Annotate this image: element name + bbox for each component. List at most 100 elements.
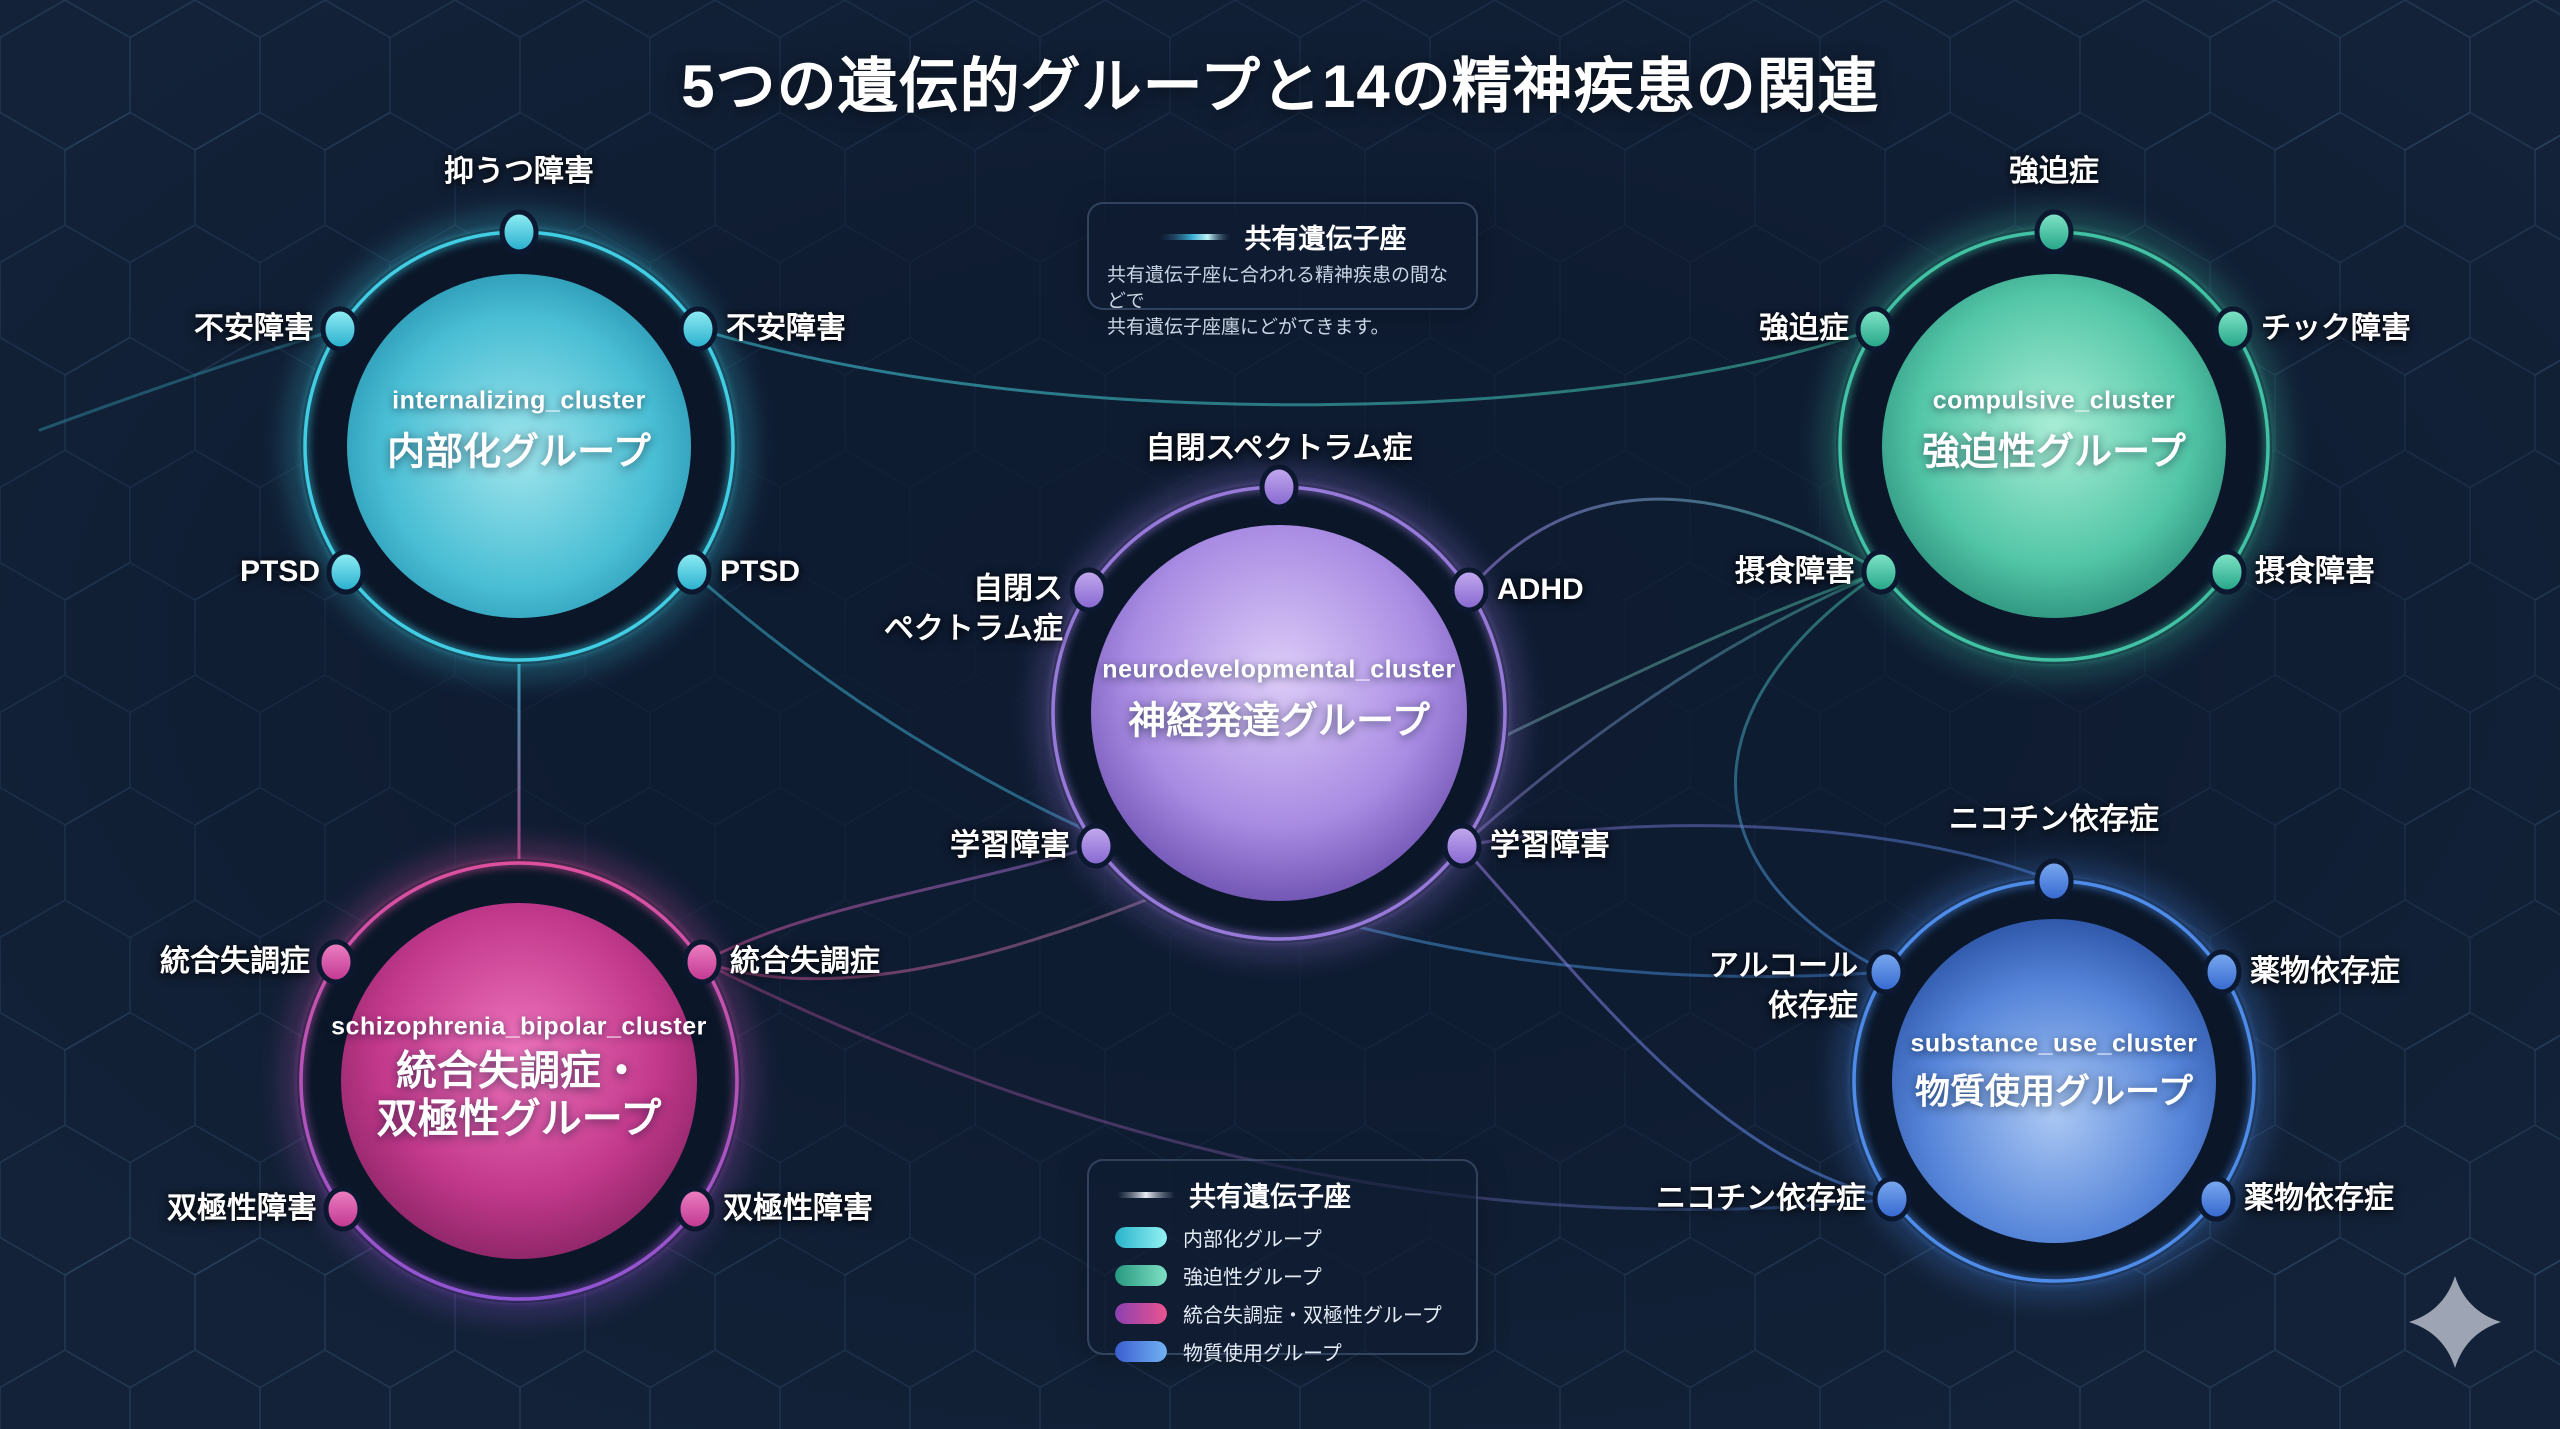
cluster-title: internalizing_cluster 内部化グループ — [387, 387, 651, 476]
connection-line — [1467, 497, 1883, 592]
cluster-title: neurodevelopmental_cluster 神経発達グループ — [1102, 656, 1455, 745]
node-dot — [1855, 306, 1895, 352]
node-label: チック障害 — [2261, 312, 2411, 346]
node-label: 自閉ス ペクトラム症 — [884, 569, 1063, 648]
node-label-line: 自閉ス — [973, 572, 1063, 606]
legend-item: 内部化グループ — [1107, 1223, 1458, 1252]
cluster-sphere — [341, 903, 697, 1259]
node-label: 学習障害 — [1490, 829, 1610, 863]
legend-title: 共有遺伝子座 — [1244, 224, 1407, 254]
connection-line — [1460, 824, 2056, 883]
node-label: ADHD — [1497, 573, 1584, 607]
connection-line — [696, 327, 1877, 407]
cluster-en-label: substance_use_cluster — [1910, 1029, 2198, 1058]
node-dot — [316, 939, 356, 985]
node-label: ニコチン依存症 — [1949, 803, 2159, 837]
connection-line — [1460, 844, 1894, 1201]
node-dot — [320, 306, 360, 352]
node-dot — [2202, 949, 2242, 995]
node-label: 抑うつ障害 — [444, 155, 594, 189]
legend-item-label: 統合失調症・双極性グループ — [1183, 1305, 1442, 1327]
substance-use-swatch-icon — [1115, 1341, 1167, 1362]
page-title: 5つの遺伝的グループと14の精神疾患の関連 — [681, 53, 1879, 120]
node-dot — [672, 549, 712, 595]
cluster-sphere — [1892, 919, 2216, 1243]
node-label-line: アルコール — [1708, 949, 1858, 983]
node-dot — [1076, 823, 1116, 869]
node-dot — [682, 939, 722, 985]
node-dot — [1069, 567, 1109, 613]
connection-line — [700, 844, 1098, 964]
cluster-ja-label: 統合失調症・ 双極性グループ — [331, 1047, 707, 1144]
legend-item: 物質使用グループ — [1107, 1337, 1458, 1366]
node-label: 薬物依存症 — [2244, 1182, 2394, 1216]
connection-line — [1734, 570, 1888, 974]
node-label: 統合失調症 — [730, 945, 880, 979]
node-dot — [678, 306, 718, 352]
node-dot — [2207, 549, 2247, 595]
node-dot — [2034, 209, 2074, 255]
legend-header: 共有遺伝子座 — [1107, 1175, 1458, 1214]
node-dot — [2034, 858, 2074, 904]
cluster-sphere — [1882, 274, 2226, 618]
legend-title: 共有遺伝子座 — [1189, 1182, 1351, 1212]
node-label: 双極性障害 — [167, 1192, 317, 1226]
cluster-substance-use — [1834, 858, 2274, 1301]
cluster-sphere — [347, 274, 691, 618]
schizophrenia-bipolar-swatch-icon — [1115, 1303, 1167, 1324]
node-label: アルコール 依存症 — [1709, 946, 1858, 1025]
cluster-sphere — [1091, 525, 1467, 901]
node-label: 自閉スペクトラム症 — [1145, 432, 1413, 466]
node-label: ニコチン依存症 — [1656, 1182, 1866, 1216]
node-label: 薬物依存症 — [2250, 955, 2400, 989]
internalizing-swatch-icon — [1115, 1227, 1167, 1248]
node-dot — [1259, 464, 1299, 510]
cluster-compulsive — [1820, 209, 2288, 680]
node-label: PTSD — [239, 555, 320, 589]
node-dot — [1449, 567, 1489, 613]
connection-line — [1460, 570, 1883, 848]
cluster-title: substance_use_cluster 物質使用グループ — [1910, 1030, 2197, 1115]
sparkle-icon — [2409, 1276, 2501, 1368]
cluster-en-label: internalizing_cluster — [392, 386, 646, 415]
node-label: 学習障害 — [950, 829, 1070, 863]
legend-item: 強迫性グループ — [1107, 1261, 1458, 1290]
node-dot — [675, 1186, 715, 1232]
node-dot — [499, 209, 539, 255]
node-label: 摂食障害 — [2255, 555, 2375, 589]
node-label: 強迫症 — [2009, 155, 2099, 189]
compulsive-swatch-icon — [1115, 1265, 1167, 1286]
cluster-title: compulsive_cluster 強迫性グループ — [1922, 387, 2186, 476]
node-label: 不安障害 — [726, 312, 846, 346]
node-dot — [1442, 823, 1482, 869]
legend-shared-loci: 共有遺伝子座 共有遺伝子座に合われる精神疾患の間などで 共有遺伝子座廛にどがてき… — [1087, 202, 1478, 338]
node-dot — [323, 1186, 363, 1232]
legend-description-line: 共有遺伝子座廛にどがてきます。 — [1107, 317, 1390, 339]
node-label-line: ペクトラム症 — [883, 612, 1063, 645]
node-label: PTSD — [720, 555, 801, 589]
node-dot — [1872, 1176, 1912, 1222]
legend-item: 統合失調症・双極性グループ — [1107, 1299, 1458, 1328]
legend-item-label: 内部化グループ — [1183, 1229, 1322, 1251]
cluster-schizophrenia-bipolar — [281, 843, 757, 1319]
shared-locus-line-icon — [1117, 1191, 1175, 1198]
legend-groups: 共有遺伝子座 内部化グループ 強迫性グループ 統合失調症・双極性グループ 物質使… — [1087, 1159, 1478, 1365]
legend-header: 共有遺伝子座 — [1105, 217, 1460, 256]
node-label: 不安障害 — [194, 312, 314, 346]
cluster-ja-label: 神経発達グループ — [1128, 700, 1430, 743]
legend-description: 共有遺伝子座に合われる精神疾患の間などで 共有遺伝子座廛にどがてきます。 — [1105, 263, 1460, 342]
cluster-en-label: schizophrenia_bipolar_cluster — [331, 1012, 707, 1041]
node-dot — [1861, 549, 1901, 595]
connection-line — [38, 327, 342, 432]
node-label: 双極性障害 — [723, 1192, 873, 1226]
node-dot — [1866, 949, 1906, 995]
cluster-ja-line: 双極性グループ — [376, 1096, 662, 1142]
cluster-ja-label: 強迫性グループ — [1922, 431, 2186, 474]
cluster-ja-line: 統合失調症・ — [396, 1047, 642, 1094]
node-dot — [2196, 1176, 2236, 1222]
node-label: 統合失調症 — [160, 945, 310, 979]
cluster-en-label: neurodevelopmental_cluster — [1102, 655, 1456, 684]
shared-locus-line-icon — [1158, 233, 1231, 240]
node-label: 摂食障害 — [1735, 555, 1855, 589]
